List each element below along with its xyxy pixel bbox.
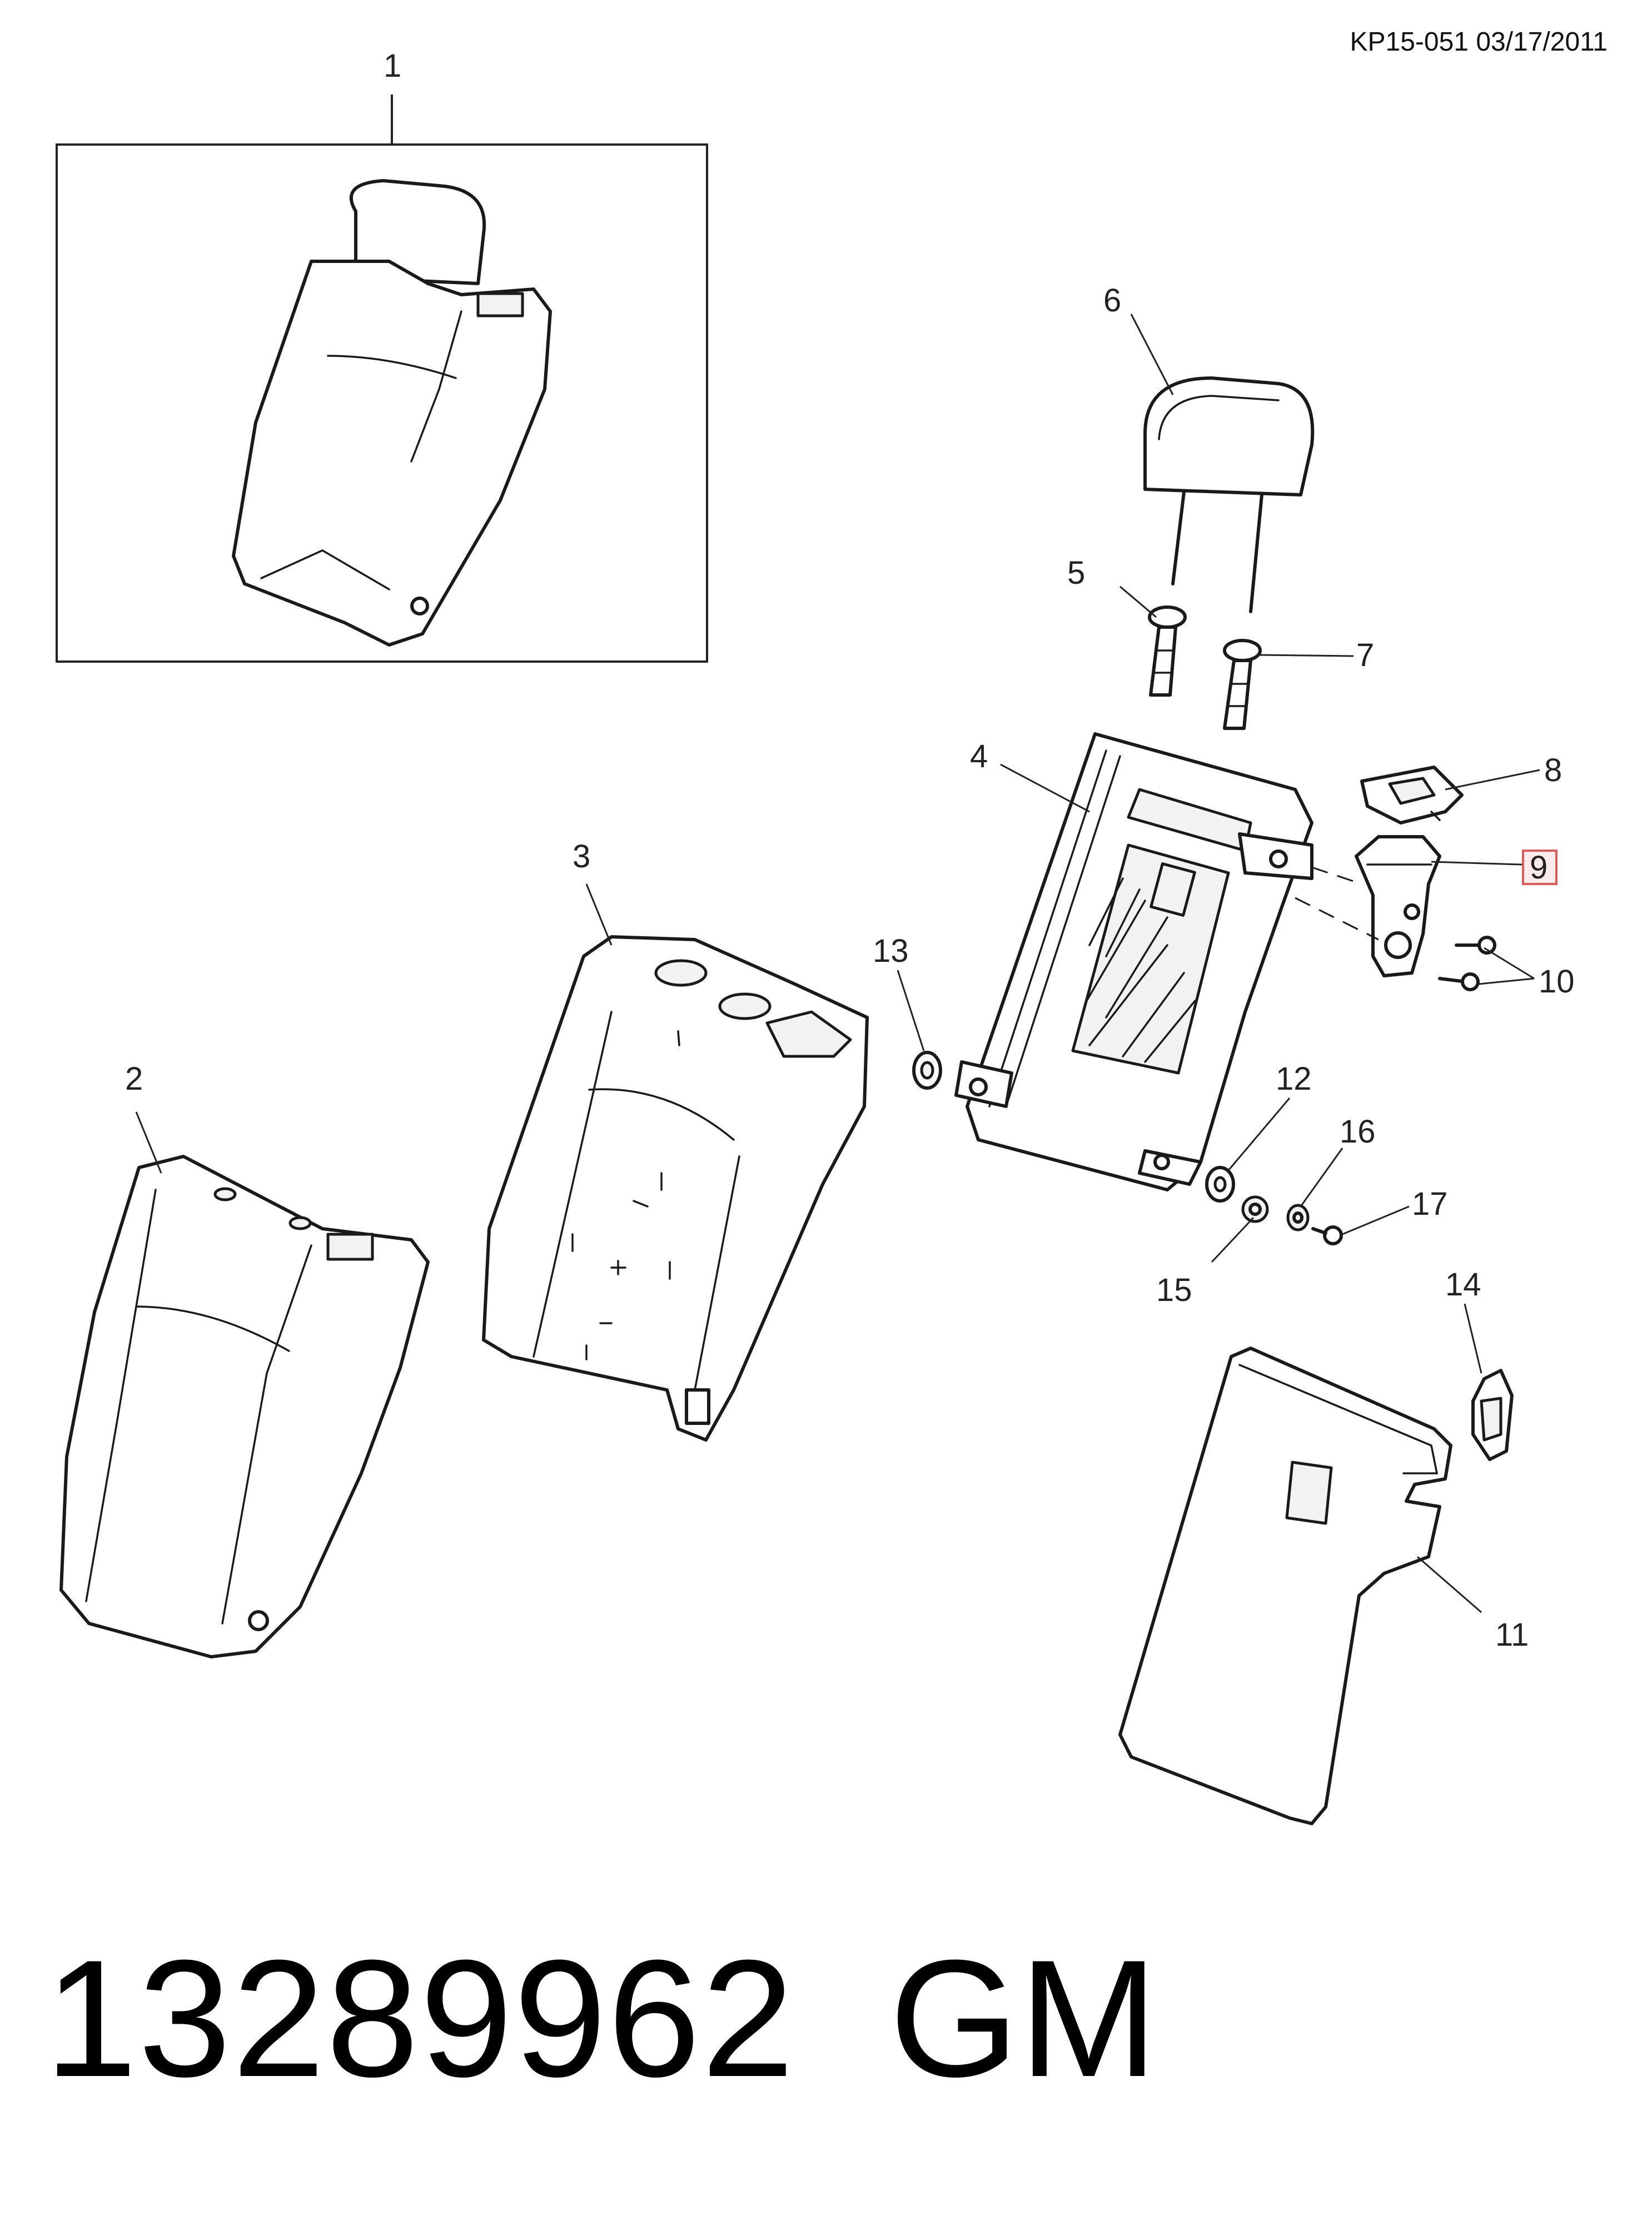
nut-16 (1286, 1204, 1310, 1231)
bolt-17 (1311, 1225, 1343, 1245)
callout-17: 17 (1412, 1186, 1448, 1222)
manufacturer-name: GM (889, 1925, 1158, 2112)
callout-5: 5 (1067, 555, 1085, 591)
bushing-15 (1241, 1195, 1269, 1223)
callout-3: 3 (573, 838, 590, 875)
push-nut-13 (912, 1051, 942, 1090)
latch-trim-cover (1360, 766, 1464, 825)
complete-seatback-illustration (232, 179, 552, 647)
callout-6: 6 (1103, 282, 1121, 319)
callout-16: 16 (1340, 1114, 1376, 1150)
callout-4: 4 (970, 738, 988, 774)
callout-13: 13 (873, 933, 909, 969)
headrest-guide-5 (1148, 605, 1187, 697)
headrest (1143, 376, 1315, 613)
headrest-guide-7 (1223, 639, 1262, 730)
callout-11: 11 (1495, 1617, 1529, 1653)
release-handle-escutcheon (1471, 1369, 1514, 1461)
washer-12 (1205, 1166, 1235, 1203)
callout-7: 7 (1356, 637, 1374, 673)
callout-9-highlight (1522, 850, 1558, 885)
callout-10: 10 (1539, 964, 1575, 1000)
callout-2: 2 (125, 1061, 143, 1097)
callout-8: 8 (1544, 752, 1562, 788)
frame-ribs (1086, 877, 1196, 1063)
callout-12: 12 (1276, 1061, 1312, 1097)
callouts: 1 2 3 4 5 6 7 8 9 10 11 12 13 14 15 16 1… (125, 48, 1575, 1653)
callout-9: 9 (1530, 850, 1547, 886)
part-number: 13289962 (44, 1925, 795, 2112)
leader-lines (135, 314, 1540, 1613)
seatback-latch (1295, 835, 1441, 977)
seatback-pad (482, 935, 869, 1442)
latch-bolts (1438, 936, 1496, 991)
callout-14: 14 (1445, 1267, 1481, 1303)
seatback-cover (59, 1155, 430, 1658)
seatback-frame (954, 732, 1313, 1191)
assembly-inset (56, 95, 708, 663)
callout-1: 1 (384, 48, 401, 84)
callout-15: 15 (1156, 1272, 1192, 1308)
document-reference: KP15-051 03/17/2011 (1350, 27, 1608, 57)
seatback-rear-panel (1118, 1347, 1452, 1825)
